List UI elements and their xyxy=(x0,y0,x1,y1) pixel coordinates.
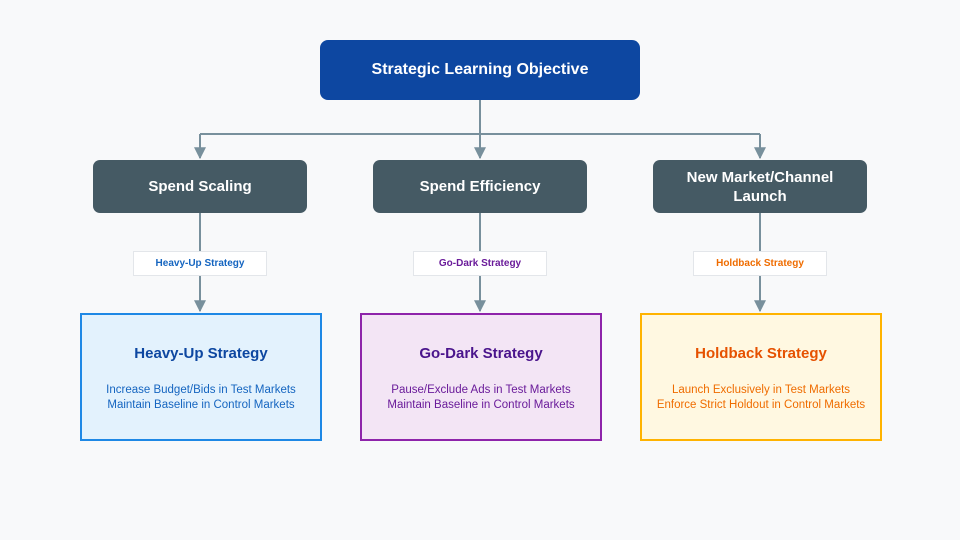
detail-box-heavy-up: Heavy-Up Strategy Increase Budget/Bids i… xyxy=(80,313,322,441)
detail-line: Enforce Strict Holdout in Control Market… xyxy=(656,399,866,411)
category-box-spend-scaling: Spend Scaling xyxy=(93,160,307,213)
edge-label-go-dark: Go-Dark Strategy xyxy=(413,251,547,276)
detail-title: Holdback Strategy xyxy=(695,345,827,362)
root-objective-title: Strategic Learning Objective xyxy=(371,61,589,78)
category-title: Spend Efficiency xyxy=(419,178,541,195)
detail-line: Pause/Exclude Ads in Test Markets xyxy=(391,384,571,396)
category-title: Spend Scaling xyxy=(148,178,252,195)
edge-label-holdback: Holdback Strategy xyxy=(693,251,827,276)
detail-box-holdback: Holdback Strategy Launch Exclusively in … xyxy=(640,313,882,441)
edge-label-text: Go-Dark Strategy xyxy=(438,258,522,269)
category-box-spend-efficiency: Spend Efficiency xyxy=(373,160,587,213)
root-objective-box: Strategic Learning Objective xyxy=(320,40,640,100)
category-title: New Market/Channel Launch xyxy=(686,168,834,205)
detail-box-go-dark: Go-Dark Strategy Pause/Exclude Ads in Te… xyxy=(360,313,602,441)
detail-line: Increase Budget/Bids in Test Markets xyxy=(106,384,296,396)
detail-title: Heavy-Up Strategy xyxy=(134,345,268,362)
category-box-new-market-launch: New Market/Channel Launch xyxy=(653,160,867,213)
detail-line: Launch Exclusively in Test Markets xyxy=(671,384,851,396)
detail-line: Maintain Baseline in Control Markets xyxy=(387,399,575,411)
detail-line: Maintain Baseline in Control Markets xyxy=(107,399,295,411)
edge-label-text: Heavy-Up Strategy xyxy=(155,258,245,269)
edge-label-text: Holdback Strategy xyxy=(716,258,804,269)
edge-label-heavy-up: Heavy-Up Strategy xyxy=(133,251,267,276)
detail-title: Go-Dark Strategy xyxy=(419,345,543,362)
